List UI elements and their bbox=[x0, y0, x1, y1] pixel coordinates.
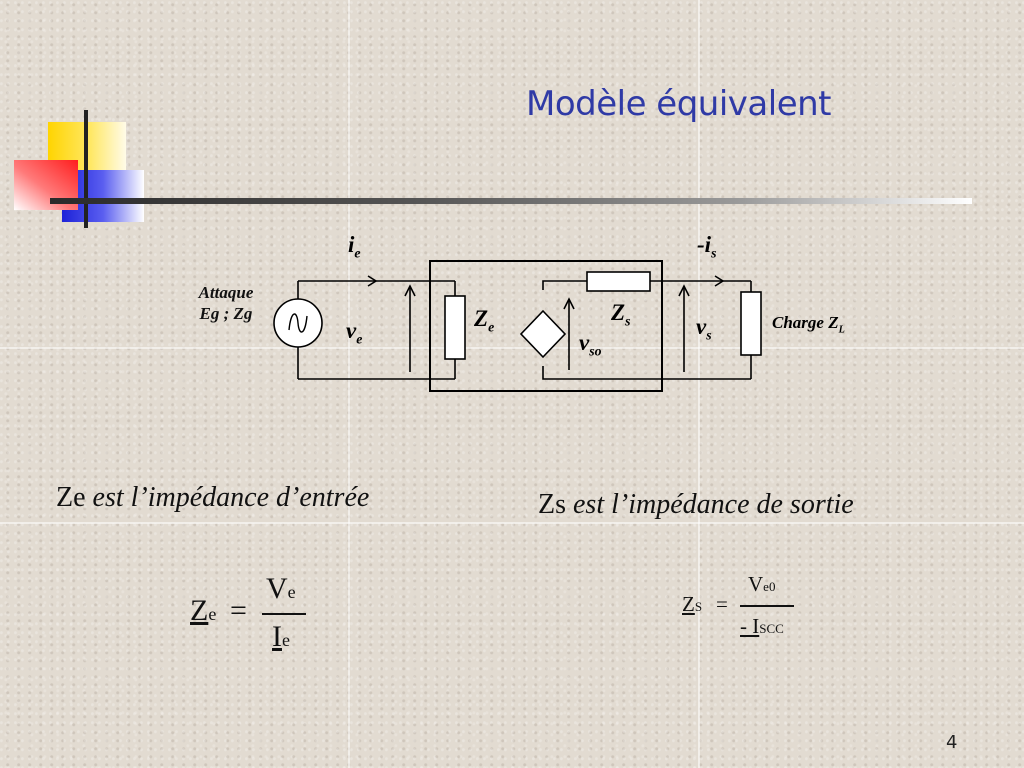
ze-formula-numerator: Ve bbox=[266, 572, 296, 606]
tile-line-v2 bbox=[698, 0, 700, 768]
ie-label-sub: e bbox=[354, 245, 361, 261]
zs-label-sub: s bbox=[625, 313, 631, 329]
attack-label-line2: Eg ; Zg bbox=[199, 304, 253, 323]
ze-statement: Ze est l’impédance d’entrée bbox=[56, 482, 369, 514]
ie-arrowhead bbox=[367, 275, 378, 287]
ve-arrowhead bbox=[404, 284, 416, 297]
vso-wire-top bbox=[542, 280, 587, 290]
page-number: 4 bbox=[946, 732, 958, 753]
ze-formula-den-sub: e bbox=[282, 630, 290, 650]
title-underline bbox=[50, 198, 972, 204]
sine-wave-icon bbox=[288, 313, 308, 333]
ie-label-main: i bbox=[348, 232, 355, 257]
ze-formula-denominator: Ie bbox=[272, 620, 290, 654]
tile-line-h2 bbox=[0, 522, 1024, 524]
load-resistor bbox=[740, 291, 762, 356]
ze-formula-equals: = bbox=[230, 594, 247, 627]
load-label: Charge ZL bbox=[772, 313, 845, 335]
is-arrowhead bbox=[714, 275, 725, 287]
deco-vertical-bar bbox=[84, 110, 88, 228]
vs-label-main: v bbox=[696, 314, 707, 339]
is-label-main: -i bbox=[697, 232, 712, 257]
ze-label-main: Z bbox=[474, 306, 489, 331]
zs-resistor bbox=[586, 271, 651, 292]
zs-formula-fraction-bar bbox=[740, 605, 794, 607]
zs-statement-prefix: Zs bbox=[538, 489, 566, 520]
zs-statement: Zs est l’impédance de sortie bbox=[538, 489, 854, 521]
ze-label-sub: e bbox=[488, 319, 495, 335]
ze-formula-lhs-sub: e bbox=[208, 604, 217, 624]
ze-label: Ze bbox=[474, 306, 494, 336]
slide-title: Modèle équivalent bbox=[526, 84, 832, 124]
zs-formula-numerator: Ve0 bbox=[748, 572, 775, 597]
ze-formula-num-sub: e bbox=[287, 582, 296, 602]
zs-formula-equals: = bbox=[716, 592, 728, 616]
zs-statement-text: est l’impédance de sortie bbox=[566, 489, 854, 520]
vso-arrowhead bbox=[563, 297, 575, 310]
ze-formula-num-main: V bbox=[266, 572, 288, 605]
zs-formula-den-sub: SCC bbox=[759, 621, 784, 636]
vs-arrowhead bbox=[678, 284, 690, 297]
is-label-sub: s bbox=[711, 245, 717, 261]
ie-label: ie bbox=[348, 232, 361, 262]
vso-label-sub: so bbox=[589, 343, 602, 359]
zs-formula-denominator: - ISCC bbox=[740, 614, 784, 639]
zs-formula-num-sub: e0 bbox=[763, 579, 776, 594]
quadripole-box bbox=[429, 260, 663, 392]
zs-label-main: Z bbox=[611, 300, 626, 325]
vso-label: vso bbox=[579, 330, 602, 360]
ze-statement-text: est l’impédance d’entrée bbox=[85, 482, 370, 513]
is-label: -is bbox=[697, 232, 716, 262]
load-label-sub: L bbox=[838, 324, 845, 336]
zs-formula-den-main: - I bbox=[740, 614, 760, 638]
attack-label-line1: Attaque bbox=[198, 283, 254, 302]
ve-label-sub: e bbox=[356, 331, 363, 347]
dependent-source bbox=[519, 309, 567, 359]
vs-label-sub: s bbox=[706, 327, 712, 343]
zs-formula: ZS = Ve0 - ISCC bbox=[682, 572, 802, 652]
ze-formula-lhs-main: Z bbox=[190, 594, 209, 627]
load-label-main: Charge Z bbox=[772, 313, 839, 332]
vso-wire-bottom bbox=[542, 366, 751, 380]
vso-label-main: v bbox=[579, 330, 590, 355]
ve-label-main: v bbox=[346, 318, 357, 343]
ze-statement-prefix: Ze bbox=[56, 482, 86, 513]
ze-formula-fraction-bar bbox=[262, 613, 306, 615]
attack-label: Attaque Eg ; Zg bbox=[178, 282, 274, 324]
zs-label: Zs bbox=[611, 300, 630, 330]
tile-line-v1 bbox=[348, 0, 350, 768]
ze-formula-lhs: Ze bbox=[190, 594, 216, 628]
ve-label: ve bbox=[346, 318, 362, 348]
vs-label: vs bbox=[696, 314, 712, 344]
zs-formula-lhs-main: Z bbox=[682, 592, 695, 616]
ze-resistor bbox=[444, 295, 466, 360]
ze-formula-den-main: I bbox=[272, 620, 282, 653]
zs-formula-lhs: ZS bbox=[682, 592, 702, 617]
zs-formula-lhs-sub: S bbox=[694, 599, 703, 614]
zs-formula-num-main: V bbox=[748, 572, 764, 596]
tile-line-h1 bbox=[0, 347, 1024, 349]
ze-formula: Ze = Ve Ie bbox=[190, 570, 320, 670]
